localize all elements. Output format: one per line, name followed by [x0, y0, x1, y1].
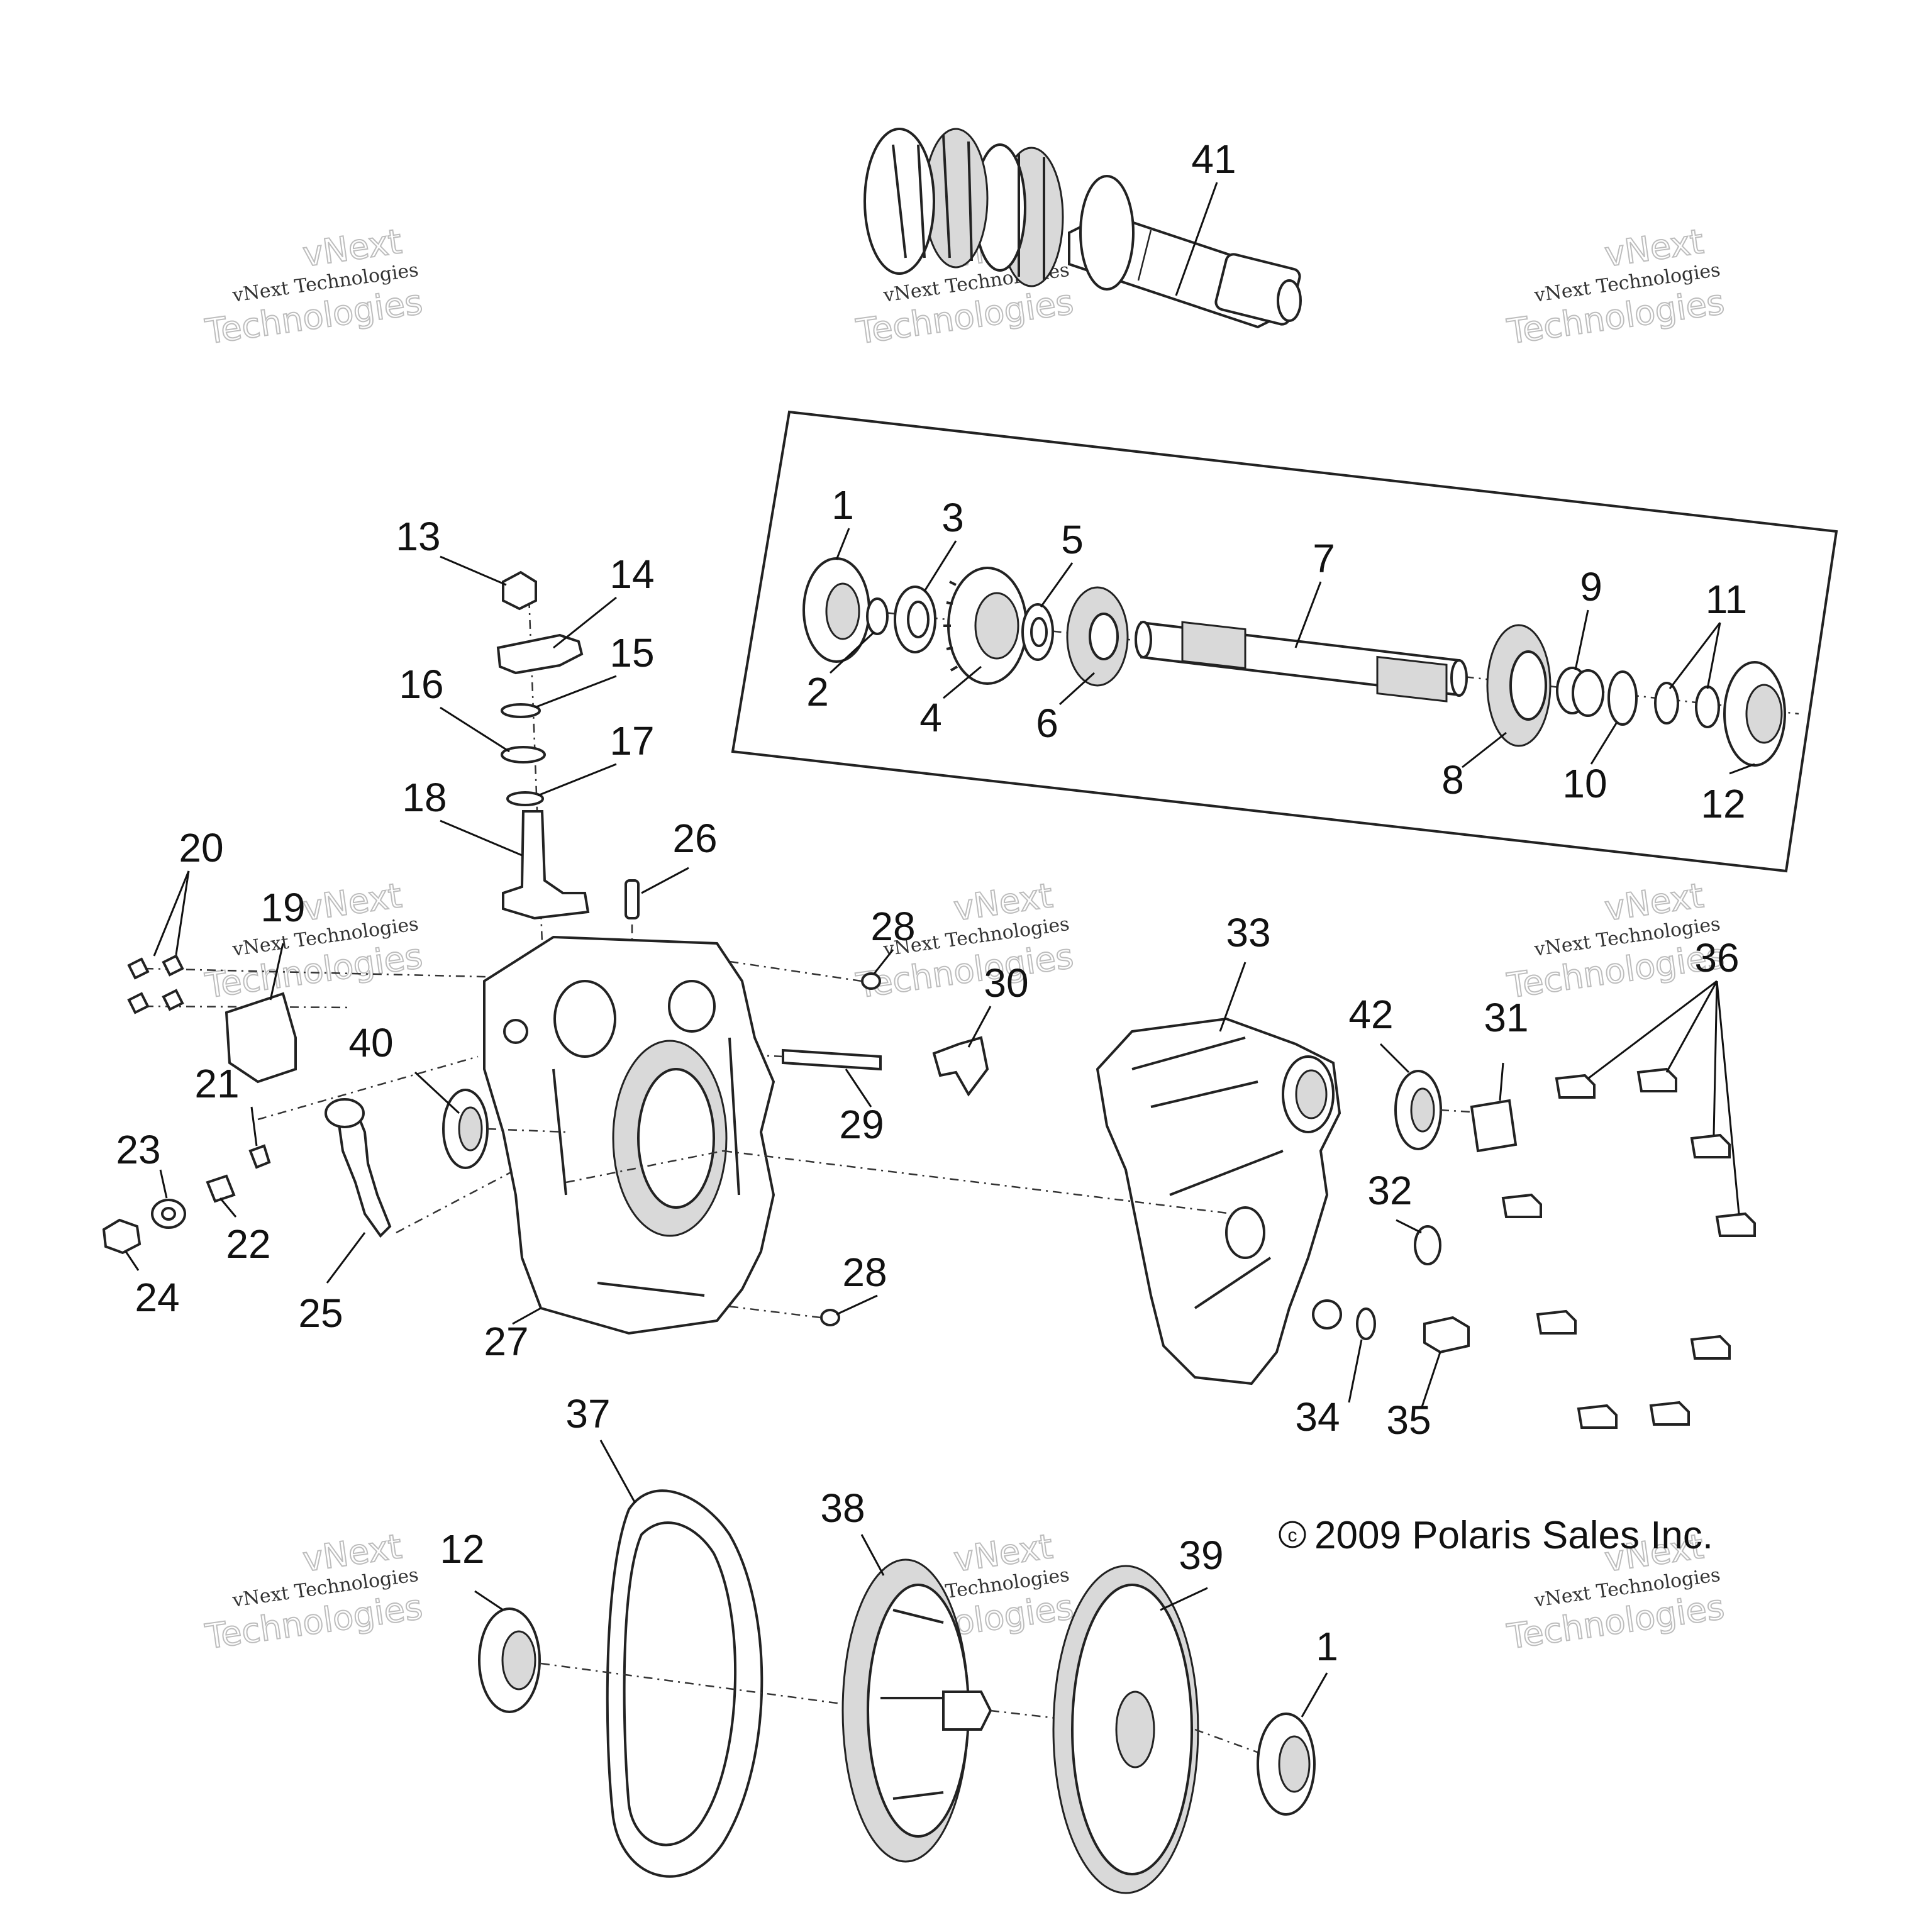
label-21: 21 — [194, 1061, 239, 1106]
watermark: vNext vNext Technologies Technologies — [1504, 875, 1727, 1006]
label-24: 24 — [135, 1275, 179, 1320]
right-small-parts — [1356, 1070, 1518, 1354]
shaft-assembly-41 — [863, 128, 1302, 329]
watermarks: vNext vNext Technologies Technologies vN… — [202, 221, 1727, 1657]
dowels-and-rod — [584, 879, 989, 1326]
label-20: 20 — [179, 825, 223, 870]
label-25: 25 — [298, 1291, 343, 1336]
label-5: 5 — [1061, 517, 1084, 562]
label-26: 26 — [672, 816, 717, 861]
label-8: 8 — [1441, 757, 1464, 802]
label-33: 33 — [1226, 910, 1270, 955]
bolts-36 — [1501, 1067, 1756, 1429]
label-28-lower: 28 — [842, 1250, 887, 1295]
label-31: 31 — [1484, 995, 1528, 1040]
bearing-12-bottom — [478, 1607, 894, 1713]
watermark: vNext vNext Technologies Technologies — [1504, 221, 1727, 352]
label-17: 17 — [609, 718, 654, 763]
label-39: 39 — [1179, 1533, 1223, 1578]
label-1-lower: 1 — [1316, 1624, 1338, 1669]
label-11: 11 — [1706, 577, 1747, 622]
case-half-33 — [565, 1017, 1342, 1385]
label-34: 34 — [1295, 1394, 1340, 1440]
watermark: vNext vNext Technologies Technologies — [202, 1526, 425, 1657]
label-15: 15 — [609, 630, 654, 675]
label-29: 29 — [839, 1102, 884, 1147]
part-labels: 41 1 2 3 4 5 6 7 8 9 10 11 12 13 14 15 1… — [116, 136, 1747, 1669]
gear-39 — [1052, 1565, 1265, 1894]
label-18: 18 — [402, 775, 447, 820]
label-42: 42 — [1348, 992, 1393, 1037]
label-2: 2 — [806, 669, 829, 714]
case-half-27 — [483, 935, 775, 1335]
label-28: 28 — [870, 904, 915, 949]
shaft-detail-box — [731, 410, 1838, 873]
shift-lever-stack — [496, 570, 590, 944]
label-13: 13 — [396, 514, 440, 559]
label-1: 1 — [831, 482, 854, 528]
copyright-text: 2009 Polaris Sales Inc. — [1314, 1514, 1713, 1557]
label-23: 23 — [116, 1127, 160, 1172]
label-12-lower: 12 — [440, 1526, 484, 1572]
chain-37 — [606, 1489, 763, 1878]
label-37: 37 — [565, 1391, 610, 1436]
sensor-and-fasteners — [102, 954, 535, 1255]
copyright-notice: c 2009 Polaris Sales Inc. — [1279, 1514, 1713, 1557]
watermark: vNext vNext Technologies Technologies — [202, 875, 425, 1006]
label-3: 3 — [941, 495, 964, 540]
label-9: 9 — [1580, 564, 1602, 609]
label-22: 22 — [226, 1221, 270, 1267]
label-19: 19 — [260, 885, 305, 930]
label-12: 12 — [1701, 781, 1745, 826]
label-38: 38 — [820, 1485, 865, 1531]
label-4: 4 — [919, 695, 942, 740]
label-10: 10 — [1562, 761, 1607, 806]
sprocket-38 — [841, 1558, 1101, 1863]
label-14: 14 — [609, 552, 654, 597]
label-27: 27 — [484, 1319, 528, 1364]
copyright-symbol-icon — [1279, 1521, 1306, 1548]
copyright-symbol-letter: c — [1288, 1525, 1297, 1546]
bearing-1-bottom — [1257, 1713, 1316, 1816]
leader-lines — [125, 182, 1755, 1718]
label-35: 35 — [1386, 1397, 1431, 1443]
label-6: 6 — [1036, 701, 1058, 746]
label-30: 30 — [984, 960, 1028, 1006]
label-36: 36 — [1694, 935, 1739, 980]
label-41: 41 — [1191, 136, 1236, 182]
label-32: 32 — [1367, 1168, 1412, 1213]
label-7: 7 — [1313, 536, 1335, 581]
label-16: 16 — [399, 662, 443, 707]
watermark: vNext vNext Technologies Technologies — [202, 221, 425, 352]
label-40: 40 — [348, 1020, 393, 1065]
